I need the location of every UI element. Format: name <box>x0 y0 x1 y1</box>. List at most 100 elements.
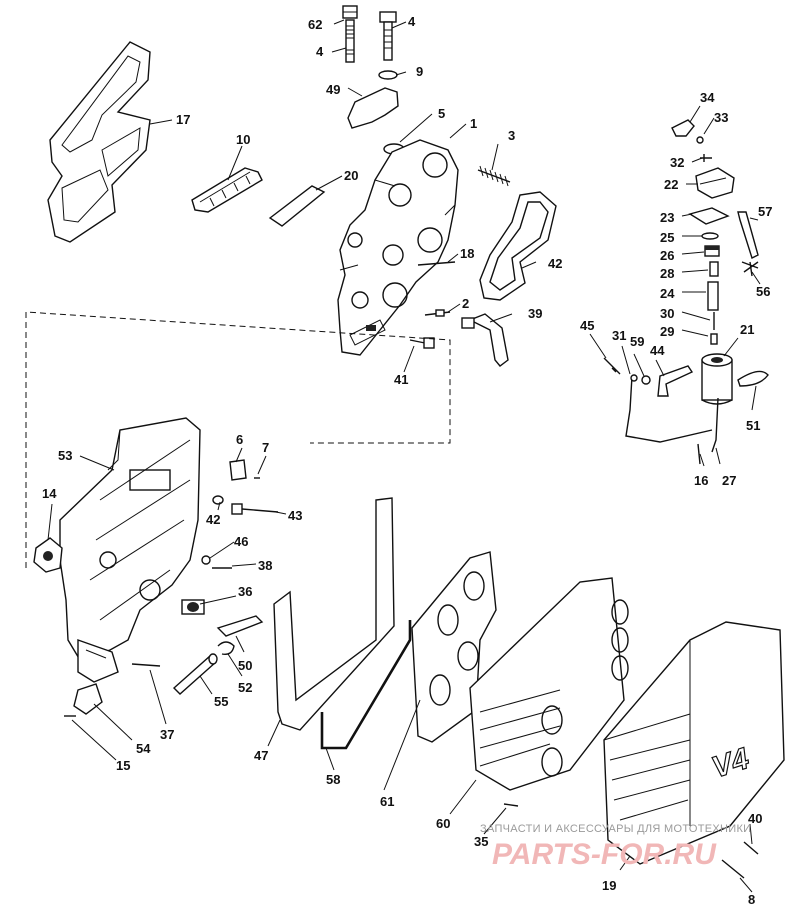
part-47-gasket <box>273 497 395 731</box>
part-59-washer <box>641 375 651 385</box>
watermark: ЗАПЧАСТИ И АКСЕССУАРЫ ДЛЯ МОТОТЕХНИКИ PA… <box>480 823 751 871</box>
part-55-rollers <box>172 653 218 695</box>
part-31-lead <box>625 375 713 443</box>
label-40: 40 <box>748 811 762 826</box>
label-47: 47 <box>254 748 268 763</box>
part-41-screw <box>409 337 435 349</box>
part-42-hose <box>479 191 557 301</box>
leader-lines <box>47 19 761 893</box>
label-39: 39 <box>528 306 542 321</box>
label-52: 52 <box>238 680 252 695</box>
label-37: 37 <box>160 727 174 742</box>
part-37-screw <box>131 663 161 667</box>
part-16-screw <box>697 443 701 465</box>
label-45: 45 <box>580 318 594 333</box>
part-52-clip <box>217 641 235 656</box>
part-39-fuel-line <box>468 313 509 367</box>
part-42-washer <box>212 495 224 505</box>
label-49: 49 <box>326 82 340 97</box>
part-6-clip <box>229 459 247 481</box>
part-36-bushing <box>181 599 205 615</box>
label-19: 19 <box>602 878 616 893</box>
label-38: 38 <box>258 558 272 573</box>
label-34: 34 <box>700 90 715 105</box>
label-26: 26 <box>660 248 674 263</box>
label-2: 2 <box>462 296 469 311</box>
part-28-spring <box>709 261 719 277</box>
part-33-oring <box>696 136 704 144</box>
label-1: 1 <box>470 116 477 131</box>
label-53: 53 <box>58 448 72 463</box>
part-21-solenoid <box>701 353 733 405</box>
part-49-bracket <box>347 87 399 129</box>
part-60-baffle <box>469 577 629 791</box>
label-4a: 4 <box>316 44 324 59</box>
label-20: 20 <box>344 168 358 183</box>
part-4-screw <box>379 11 397 61</box>
part-57-clip <box>737 211 759 259</box>
label-16: 16 <box>694 473 708 488</box>
label-28: 28 <box>660 266 674 281</box>
label-22: 22 <box>664 177 678 192</box>
label-7: 7 <box>262 440 269 455</box>
label-29: 29 <box>660 324 674 339</box>
part-22-cover <box>695 167 735 199</box>
label-14: 14 <box>42 486 57 501</box>
part-43-screw <box>231 503 279 515</box>
label-8: 8 <box>748 892 755 907</box>
part-10-reed-block <box>191 167 263 213</box>
label-62: 62 <box>308 17 322 32</box>
label-15: 15 <box>116 758 130 773</box>
label-51: 51 <box>746 418 760 433</box>
label-23: 23 <box>660 210 674 225</box>
label-30: 30 <box>660 306 674 321</box>
label-6: 6 <box>236 432 243 447</box>
part-54-cam <box>73 683 103 715</box>
label-17: 17 <box>176 112 190 127</box>
part-19-silencer-cover: V4 <box>603 621 785 865</box>
part-20-gasket <box>268 185 326 227</box>
label-21: 21 <box>740 322 754 337</box>
part-8-screw <box>721 859 745 879</box>
label-4b: 4 <box>408 14 416 29</box>
part-27-wire <box>711 397 719 453</box>
label-18: 18 <box>460 246 474 261</box>
label-56: 56 <box>756 284 770 299</box>
part-44-bracket <box>657 365 694 397</box>
part-50-linkage <box>216 615 264 637</box>
label-25: 25 <box>660 230 674 245</box>
part-58-seal <box>320 620 412 750</box>
label-27: 27 <box>722 473 736 488</box>
part-14-retainer <box>33 537 63 573</box>
part-labels: 62 4 4 9 49 5 1 3 17 10 20 18 42 2 39 41… <box>42 14 772 907</box>
label-50: 50 <box>238 658 252 673</box>
part-24-piston <box>707 281 719 311</box>
label-36: 36 <box>238 584 252 599</box>
part-62-nut <box>342 5 358 19</box>
part-56-clip <box>741 261 759 277</box>
label-44: 44 <box>650 343 665 358</box>
label-42a: 42 <box>548 256 562 271</box>
part-45-screw <box>603 357 621 375</box>
label-57: 57 <box>758 204 772 219</box>
label-58: 58 <box>326 772 340 787</box>
part-26-cap <box>704 245 720 257</box>
label-9: 9 <box>416 64 423 79</box>
label-33: 33 <box>714 110 728 125</box>
label-24: 24 <box>660 286 675 301</box>
part-23-diaphragm <box>688 207 730 225</box>
label-59: 59 <box>630 334 644 349</box>
part-35-screw <box>503 803 519 807</box>
label-10: 10 <box>236 132 250 147</box>
assembly-guide-line <box>25 311 451 568</box>
label-35: 35 <box>474 834 488 849</box>
label-60: 60 <box>436 816 450 831</box>
part-34-fitting <box>671 119 695 137</box>
part-1-carburetor-body <box>337 139 459 356</box>
label-3: 3 <box>508 128 515 143</box>
part-3-spring <box>477 165 511 187</box>
part-29-spring <box>710 333 718 345</box>
label-32: 32 <box>670 155 684 170</box>
watermark-brand: PARTS-FOR.RU <box>492 838 717 871</box>
